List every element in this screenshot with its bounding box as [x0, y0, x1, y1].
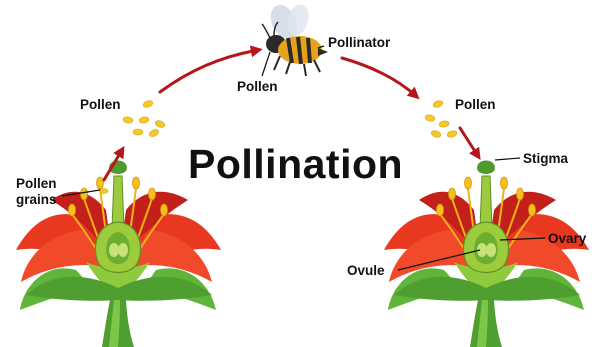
- flower-right: [384, 161, 589, 347]
- label-ovary: Ovary: [548, 231, 586, 246]
- label-pollen-left: Pollen: [80, 97, 121, 112]
- pointer-stigma: [495, 158, 520, 160]
- pollen-cluster-left: [123, 99, 166, 137]
- label-ovule: Ovule: [347, 263, 385, 278]
- label-pollen-grains-line2: grains: [16, 192, 57, 207]
- label-stigma: Stigma: [523, 151, 568, 166]
- label-pollen-right: Pollen: [455, 97, 496, 112]
- arrow-bee-to-pollen: [342, 58, 416, 96]
- page-title: Pollination: [188, 141, 403, 188]
- label-pollinator: Pollinator: [328, 35, 390, 50]
- pointer-pollen-bee: [262, 52, 270, 76]
- label-pollen-grains-line1: Pollen: [16, 176, 57, 191]
- arrow-pollen-to-stigma: [460, 128, 478, 156]
- pollen-grain-single: [100, 189, 108, 194]
- label-pollen-bee: Pollen: [237, 79, 278, 94]
- pollen-cluster-right: [424, 99, 457, 138]
- bee-icon: [262, 1, 328, 76]
